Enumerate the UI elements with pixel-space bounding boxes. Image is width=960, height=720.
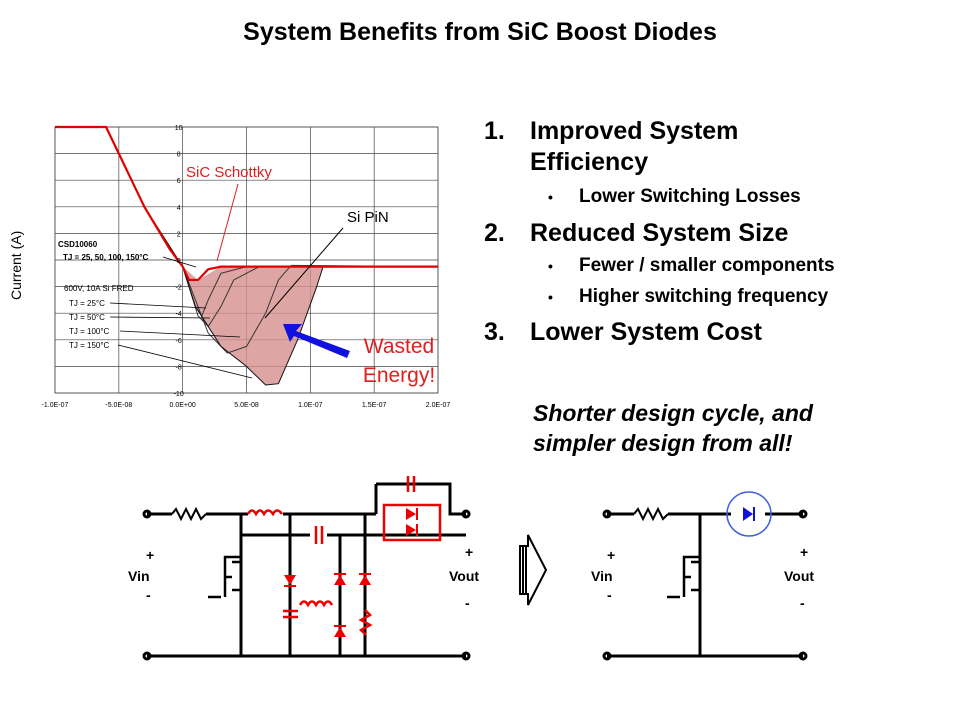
sic-diode-icon xyxy=(743,507,753,521)
y-tick-label: -10 xyxy=(174,391,184,398)
svg-text:+: + xyxy=(800,544,808,560)
highlight-circle xyxy=(726,491,772,537)
y-tick-label: 10 xyxy=(175,125,183,132)
arrow-icon xyxy=(519,534,548,606)
list-item-1: 1.Improved System Efficiency xyxy=(484,117,739,176)
x-tick-label: 0.0E+00 xyxy=(170,402,196,409)
complex-boost-circuit xyxy=(142,482,471,661)
svg-text:-: - xyxy=(465,595,470,611)
sub-item: •Lower Switching Losses xyxy=(548,186,801,207)
y-tick-label: 6 xyxy=(177,178,181,185)
y-tick-label: 4 xyxy=(177,205,181,212)
svg-text:+: + xyxy=(607,547,615,563)
series-line-2 xyxy=(182,264,439,354)
sipin-arrow xyxy=(264,227,344,319)
vout-label: Vout xyxy=(449,568,479,584)
list-item-2: 2.Reduced System Size xyxy=(484,219,789,247)
snubber-components xyxy=(246,476,442,636)
x-tick-label: -1.0E-07 xyxy=(42,402,69,409)
svg-text:+: + xyxy=(146,547,154,563)
vout-label: Vout xyxy=(784,568,814,584)
y-tick-label: 2 xyxy=(177,231,181,238)
svg-text:-: - xyxy=(146,587,151,603)
sic-label: SiC Schottky xyxy=(186,164,272,181)
sipin-label: Si PiN xyxy=(347,209,389,226)
wasted-label-1: Wasted xyxy=(364,335,434,358)
y-tick-label: -8 xyxy=(176,364,182,371)
t50-label: TJ = 50°C xyxy=(69,313,105,322)
red-diodes xyxy=(284,508,418,637)
x-tick-label: -5.0E-08 xyxy=(105,402,132,409)
y-tick-label: -2 xyxy=(176,285,182,292)
y-tick-label: -4 xyxy=(176,311,182,318)
x-tick-label: 5.0E-08 xyxy=(234,402,259,409)
csd-tj-label: TJ = 25, 50, 100, 150°C xyxy=(63,253,148,262)
wasted-label-2: Energy! xyxy=(363,364,435,387)
series-line-4 xyxy=(55,125,438,282)
y-tick-label: -6 xyxy=(176,338,182,345)
list-item-3: 3.Lower System Cost xyxy=(484,318,763,346)
chart-series xyxy=(55,125,439,386)
vin-label: Vin xyxy=(128,568,150,584)
circuit-diagrams: Vin + - Vout + - Vin + - Vout + - xyxy=(128,476,814,661)
sic-arrow xyxy=(216,183,239,262)
sub-item: •Higher switching frequency xyxy=(548,286,829,307)
sub-item: •Fewer / smaller components xyxy=(548,255,835,276)
x-tick-label: 1.0E-07 xyxy=(298,402,323,409)
svg-text:+: + xyxy=(465,544,473,560)
fred-label: 600V, 10A Si FRED xyxy=(64,284,134,293)
t100-label: TJ = 100°C xyxy=(69,327,110,336)
svg-text:-: - xyxy=(800,595,805,611)
slide-title: System Benefits from SiC Boost Diodes xyxy=(243,18,717,46)
t150-label: TJ = 150°C xyxy=(69,341,110,350)
x-tick-label: 1.5E-07 xyxy=(362,402,387,409)
y-tick-label: 8 xyxy=(177,152,181,159)
csd-label: CSD10060 xyxy=(58,240,98,249)
simple-boost-circuit xyxy=(602,506,808,661)
svg-text:-: - xyxy=(607,587,612,603)
vin-label: Vin xyxy=(591,568,613,584)
blue-arrow xyxy=(283,324,350,358)
recovery-chart: -1.0E-07 -5.0E-08 0.0E+00 5.0E-08 1.0E-07 1.5… xyxy=(42,125,451,409)
t25-label: TJ = 25°C xyxy=(69,299,105,308)
x-tick-label: 2.0E-07 xyxy=(426,402,451,409)
wasted-energy-area xyxy=(182,266,324,386)
